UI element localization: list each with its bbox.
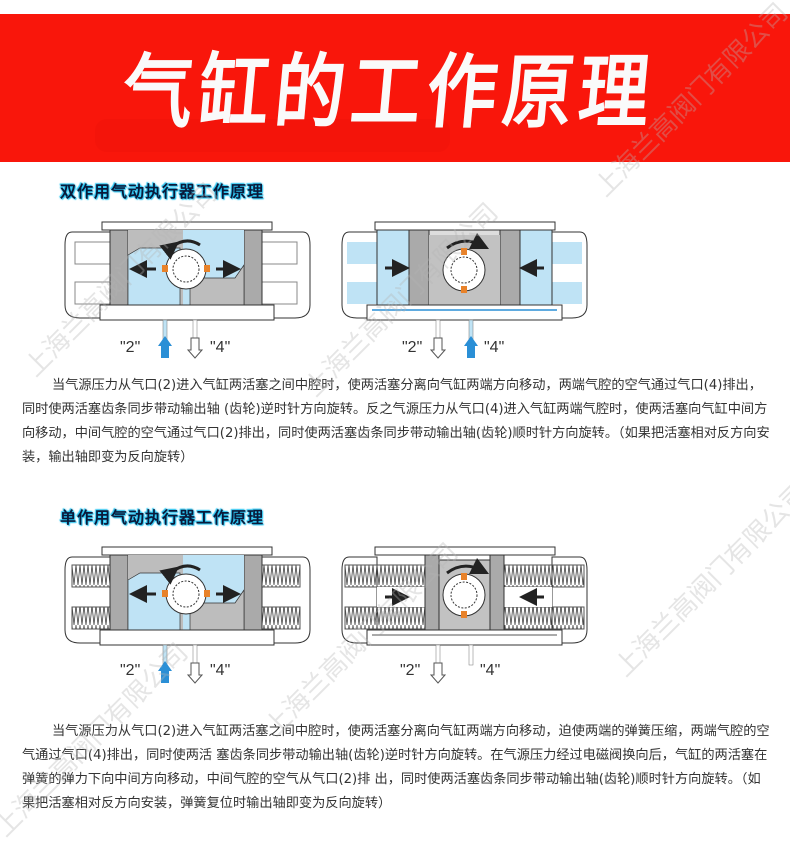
section-title-double-acting: 双作用气动执行器工作原理: [60, 182, 265, 201]
port-2-label: "2": [400, 662, 421, 679]
section-title-single-acting: 单作用气动执行器工作原理: [60, 508, 265, 527]
single-acting-description: 当气源压力从气口(2)进入气缸两活塞之间中腔时，使两活塞分离向气缸两端方向移动，…: [22, 724, 770, 811]
port-2-label: "2": [402, 339, 423, 356]
double-acting-diagram-closed: [341, 221, 588, 359]
double-acting-diagram-open: [64, 221, 311, 359]
banner-subtitle-bar: [95, 119, 450, 152]
watermark: 上海兰高阀门有限公司: [609, 477, 790, 683]
double-acting-description: 当气源压力从气口(2)进入气缸两活塞之间中腔时，使两活塞分离向气缸两端方向移动，…: [22, 378, 770, 465]
port-4-label: "4": [210, 662, 231, 679]
single-acting-diagram-open: [64, 546, 311, 684]
page-title: 气缸的工作原理: [118, 45, 660, 140]
port-4-label: "4": [210, 339, 231, 356]
port-2-label: "2": [120, 662, 141, 679]
port-2-label: "2": [120, 339, 141, 356]
port-4-label: "4": [480, 662, 501, 679]
port-4-label: "4": [484, 339, 505, 356]
single-acting-diagram-closed: [341, 546, 588, 684]
title-banner: 气缸的工作原理: [0, 14, 790, 162]
